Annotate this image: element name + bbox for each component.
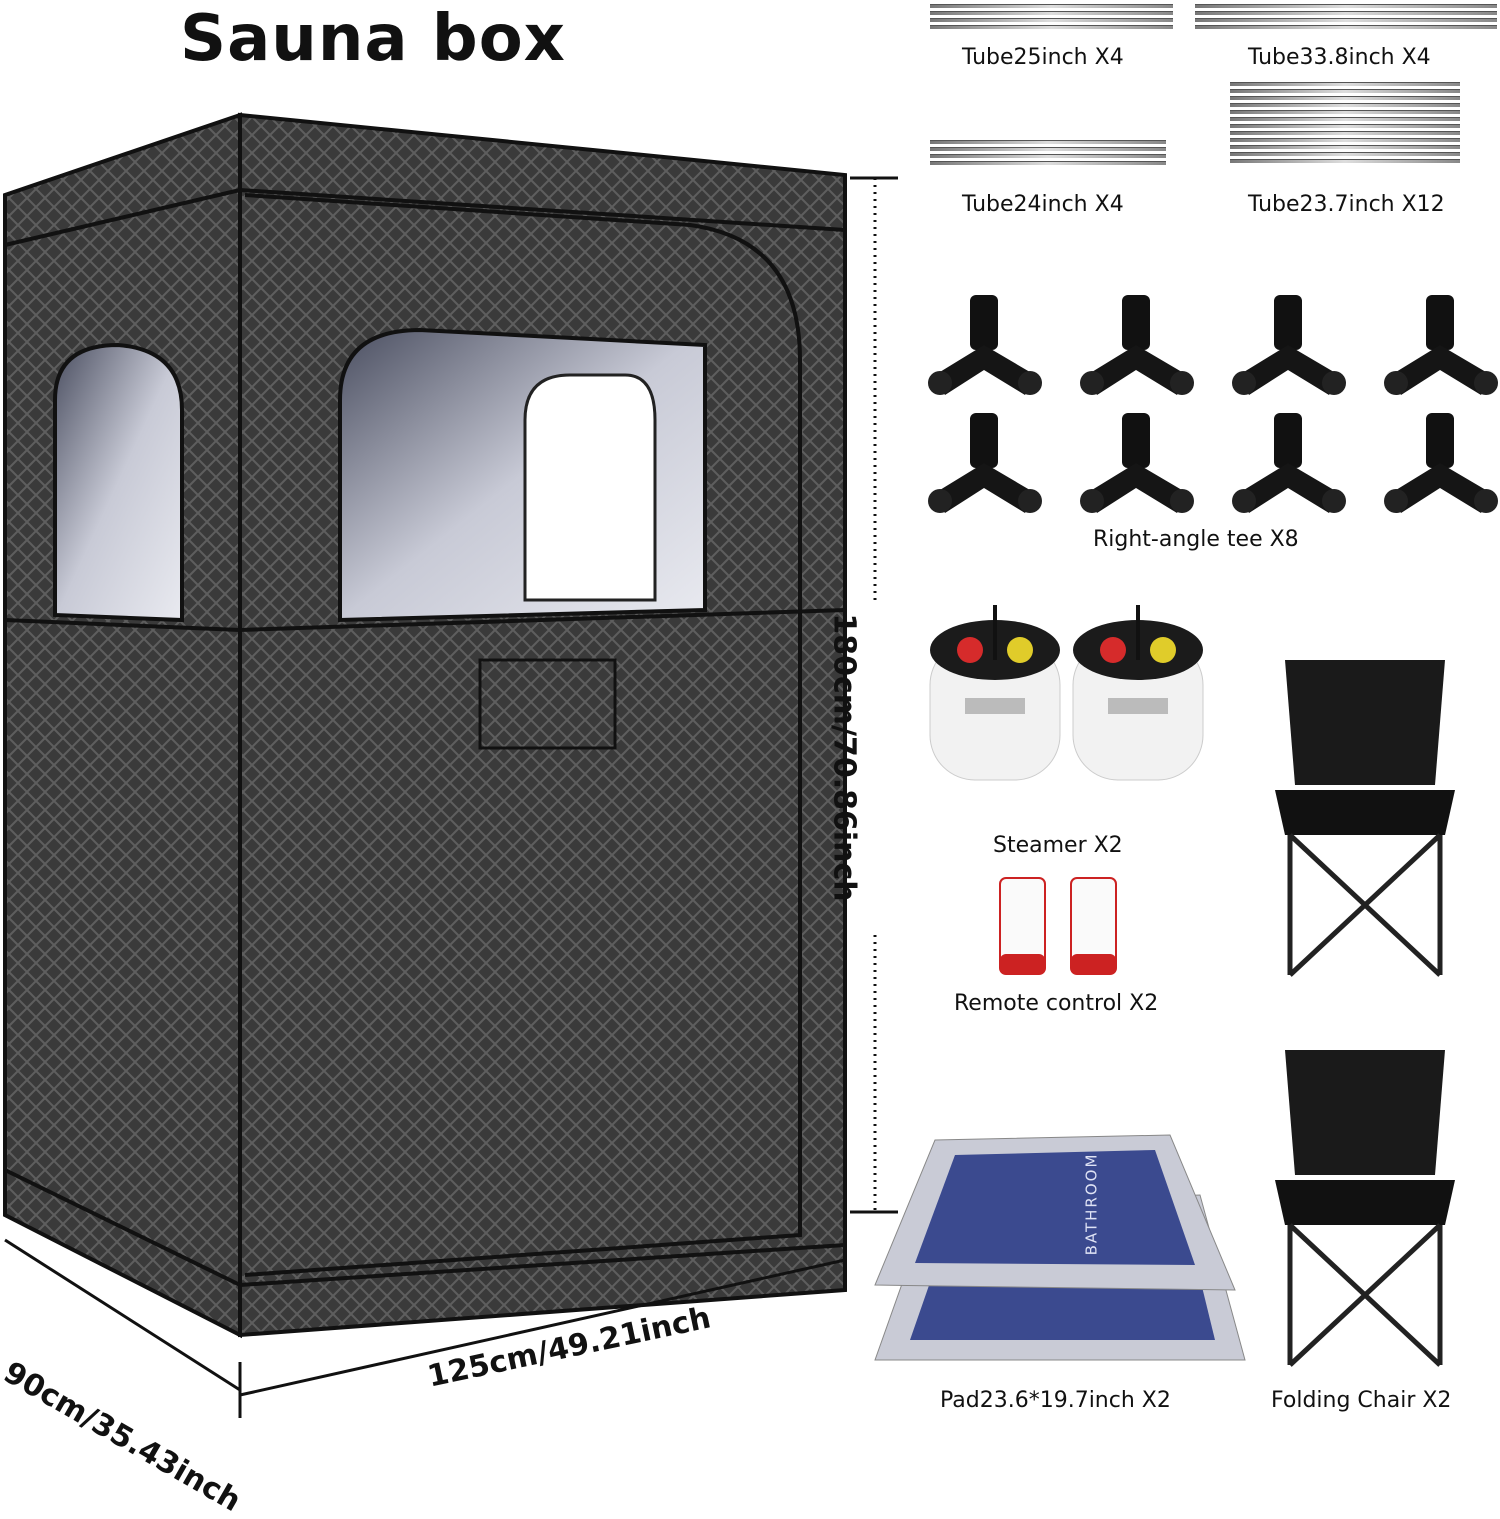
sauna-tent-image — [2, 112, 898, 1418]
side-window — [53, 342, 184, 623]
tube-24-label: Tube24inch X4 — [962, 192, 1124, 217]
tee-piece — [1384, 413, 1498, 513]
steamers-image — [929, 605, 1204, 781]
tube-23-label: Tube23.7inch X12 — [1248, 192, 1445, 217]
folding-chair — [1275, 660, 1455, 977]
tee-label: Right-angle tee X8 — [1093, 527, 1299, 552]
chair-label: Folding Chair X2 — [1271, 1388, 1452, 1413]
tube-24-image — [930, 140, 1166, 168]
tee-piece — [1232, 413, 1346, 513]
tee-piece — [928, 413, 1042, 513]
pad-print: BATHROOM — [1082, 1152, 1101, 1256]
front-pocket — [478, 658, 617, 750]
tube-33-label: Tube33.8inch X4 — [1248, 45, 1431, 70]
right-angle-tees-image — [928, 295, 1498, 513]
tee-piece — [928, 295, 1042, 395]
tee-piece — [1080, 295, 1194, 395]
folding-chairs-image — [1275, 660, 1455, 1367]
remote-label: Remote control X2 — [954, 991, 1159, 1016]
page-title: Sauna box — [180, 2, 566, 76]
remotes-image — [999, 877, 1117, 975]
height-dimension: 180cm/70.86inch — [826, 613, 862, 902]
tube-33-image — [1195, 4, 1497, 32]
pads-image — [874, 1134, 1246, 1361]
tee-piece — [1232, 295, 1346, 395]
steamer-2 — [1072, 605, 1204, 781]
tube-23-image — [1230, 82, 1460, 166]
steamer-1 — [929, 605, 1061, 781]
tube-25-label: Tube25inch X4 — [962, 45, 1124, 70]
steamer-label: Steamer X2 — [993, 833, 1123, 858]
tube-25-image — [930, 4, 1173, 32]
pad-label: Pad23.6*19.7inch X2 — [940, 1388, 1171, 1413]
tee-piece — [1080, 413, 1194, 513]
tee-piece — [1384, 295, 1498, 395]
folding-chair — [1275, 1050, 1455, 1367]
